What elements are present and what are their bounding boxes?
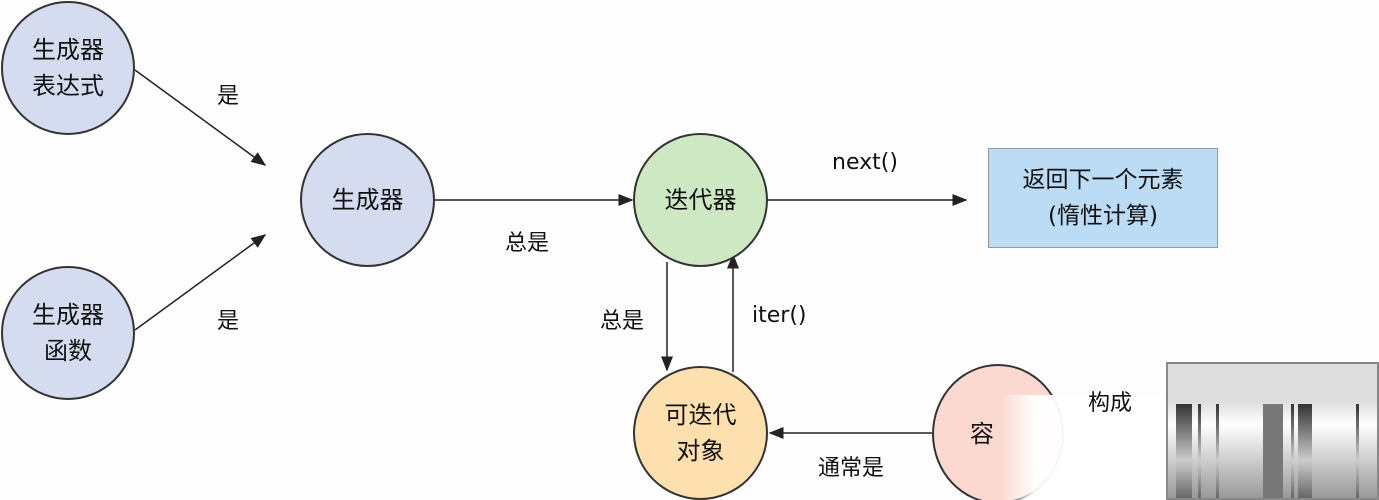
node-label: 表达式 <box>32 72 104 100</box>
node-label: 函数 <box>44 337 92 365</box>
node-iterable: 可迭代对象 <box>633 366 768 500</box>
node-generator-expression: 生成器表达式 <box>1 1 135 135</box>
edge-label-next: next() <box>832 150 898 175</box>
edge-func-to-generator <box>134 234 267 331</box>
edge-label-is: 是 <box>217 309 240 334</box>
node-iterator: 迭代器 <box>633 133 768 267</box>
node-generator-function: 生成器函数 <box>1 266 135 400</box>
node-label: 生成器 <box>331 186 404 214</box>
edge-label-iter: iter() <box>752 303 807 328</box>
edge-label-is: 是 <box>217 84 240 109</box>
node-label: 生成器 <box>32 301 104 329</box>
result-line: (惰性计算) <box>1048 203 1158 229</box>
edge-label-always: 总是 <box>505 231 550 256</box>
node-label: 生成器 <box>32 36 104 64</box>
node-label: 可迭代 <box>664 401 737 429</box>
corrupted-region <box>1166 362 1379 500</box>
edge-label-compose: 构成 <box>1088 391 1133 416</box>
node-label: 对象 <box>676 437 725 465</box>
node-label: 迭代器 <box>664 186 737 214</box>
edge-label-always: 总是 <box>600 309 645 334</box>
result-box: 返回下一个元素 (惰性计算) <box>988 148 1218 248</box>
edge-expr-to-generator <box>134 69 267 166</box>
result-line: 返回下一个元素 <box>1022 167 1184 193</box>
node-generator: 生成器 <box>300 133 435 267</box>
image-artifact <box>1000 395 1170 500</box>
node-label: 容 <box>970 420 994 448</box>
edge-label-usually: 通常是 <box>818 456 885 481</box>
